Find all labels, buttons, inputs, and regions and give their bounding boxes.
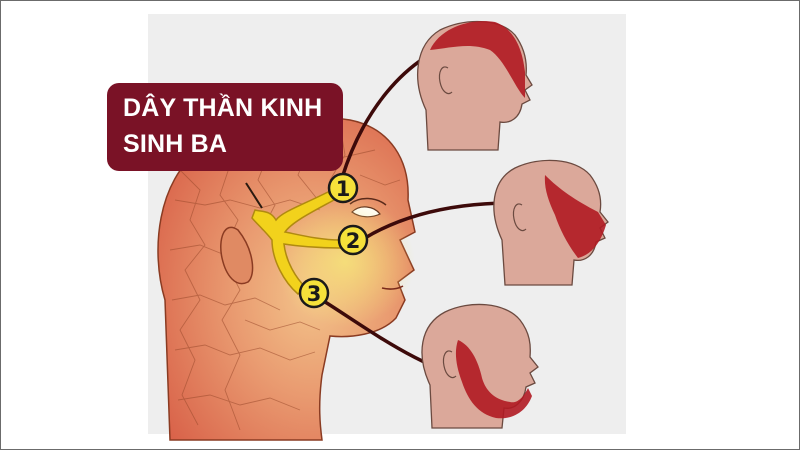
title-line-1: DÂY THẦN KINH	[123, 94, 323, 122]
badge-1-number: 1	[336, 177, 351, 201]
badge-2-number: 2	[346, 229, 361, 253]
badge-2-circle	[337, 224, 369, 256]
badge-3: 3	[298, 277, 330, 309]
head-3-ear	[442, 350, 457, 379]
badge-2: 2	[337, 224, 369, 256]
head-1-ear	[438, 66, 453, 95]
head-1-zone-forehead	[430, 21, 525, 98]
trigeminal-nerve	[245, 182, 341, 295]
badge-1: 1	[327, 172, 359, 204]
head-2-zone-cheek	[544, 175, 606, 258]
title-label: DÂY THẦN KINH SINH BA	[107, 83, 343, 171]
badge-3-number: 3	[307, 282, 322, 306]
nerve-stem-line	[245, 182, 263, 209]
ear	[220, 226, 254, 285]
head-2-ear	[512, 203, 527, 232]
small-head-2	[493, 159, 609, 286]
badge-3-circle	[298, 277, 330, 309]
mouth	[381, 285, 404, 290]
title-line-2: SINH BA	[123, 130, 228, 158]
nerve-branches	[251, 191, 341, 295]
small-head-3	[421, 303, 539, 429]
head-3-zone-jaw	[455, 340, 532, 419]
small-head-1	[417, 20, 533, 151]
badge-1-circle	[327, 172, 359, 204]
